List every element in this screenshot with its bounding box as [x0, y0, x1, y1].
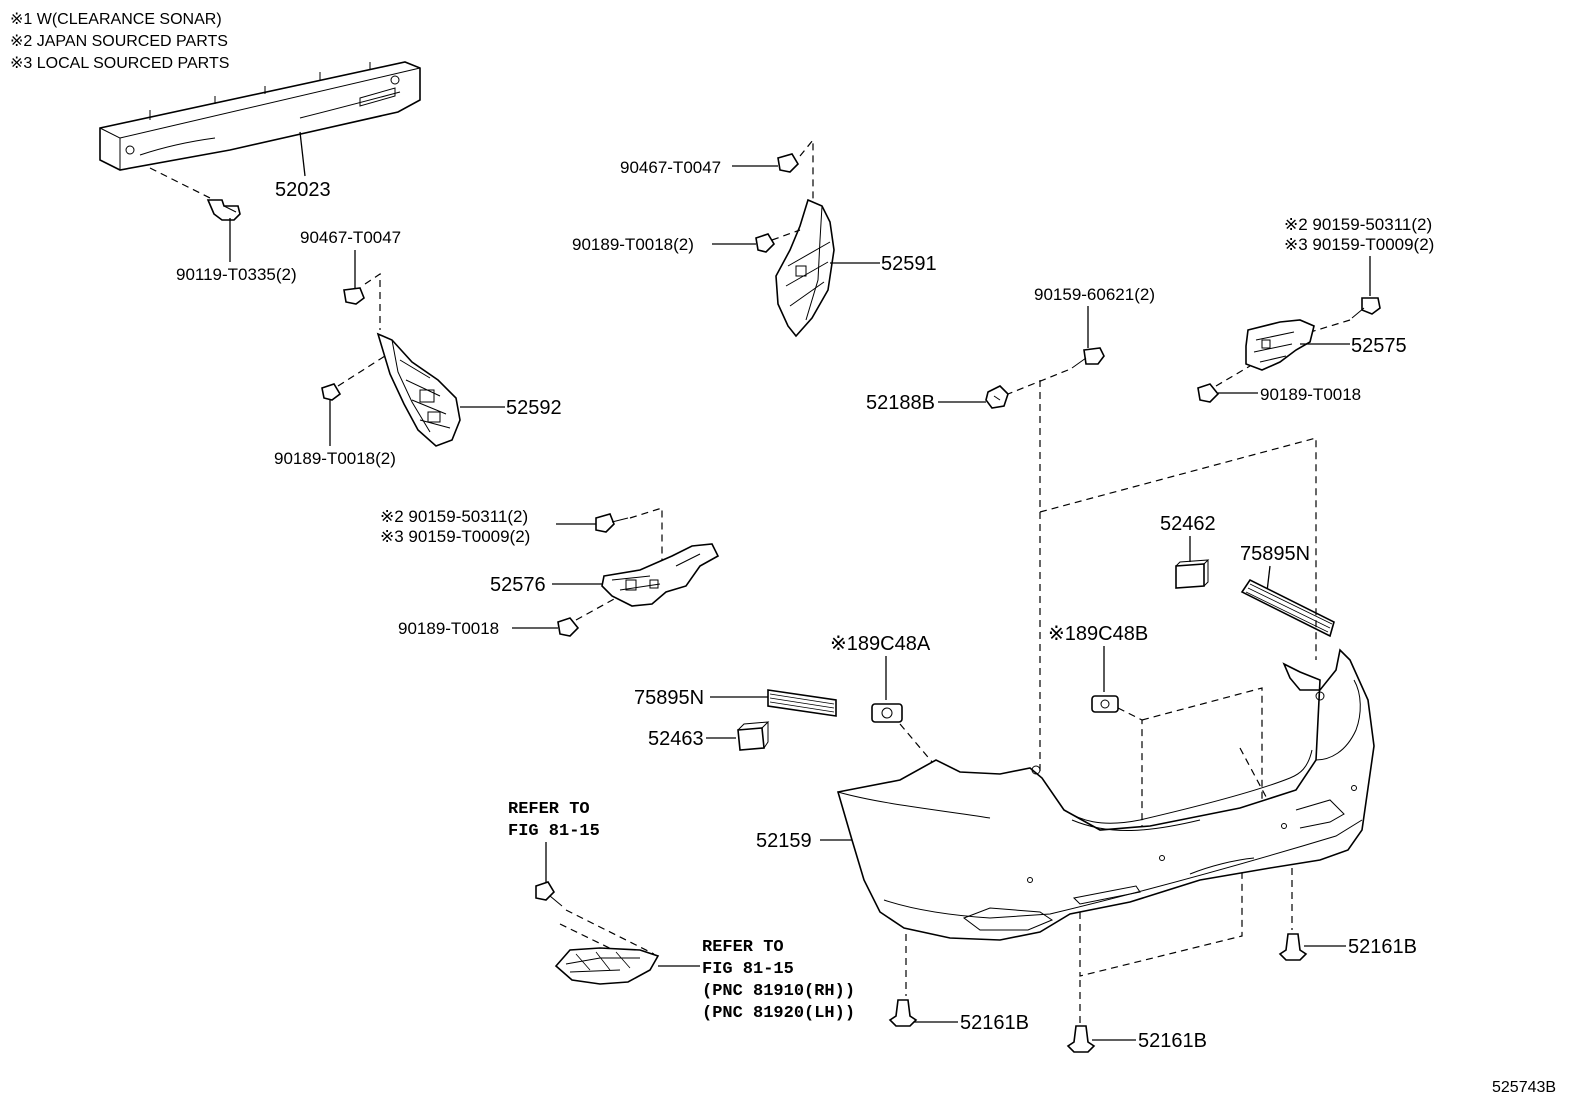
- label-52188B[interactable]: 52188B: [866, 392, 935, 414]
- dash-90189-52575: [1215, 365, 1251, 387]
- label-90467-right[interactable]: 90467-T0047: [620, 158, 721, 177]
- clip-90189-52576[interactable]: [557, 617, 580, 637]
- label-52462[interactable]: 52462: [1160, 513, 1216, 535]
- dash-52576-screw: [629, 507, 663, 560]
- bracket-52576[interactable]: [601, 543, 720, 607]
- label-52161B-mid[interactable]: 52161B: [1138, 1030, 1207, 1052]
- label-90119-T0335[interactable]: 90119-T0335(2): [176, 265, 297, 284]
- pad-52462[interactable]: [1175, 559, 1210, 589]
- label-90189-T0018-52576[interactable]: 90189-T0018: [398, 619, 499, 638]
- strip-75895N-right[interactable]: [1240, 578, 1335, 638]
- label-refer-top-2[interactable]: FIG 81-15: [508, 822, 600, 841]
- screw-52576[interactable]: [595, 513, 629, 533]
- sensor-89C48A[interactable]: [871, 703, 903, 723]
- bracket-52575[interactable]: [1245, 319, 1315, 371]
- label-52023[interactable]: 52023: [275, 179, 331, 201]
- dash-90189-right: [771, 229, 801, 241]
- clip-52161B-left[interactable]: [888, 999, 918, 1027]
- label-52576-japan[interactable]: ※2 90159-50311(2): [380, 507, 528, 526]
- note-japan-sourced: ※2 JAPAN SOURCED PARTS: [10, 33, 228, 50]
- sensor-89C48B[interactable]: [1091, 695, 1119, 713]
- label-52161B-left[interactable]: 52161B: [960, 1012, 1029, 1034]
- label-refer-bot-2[interactable]: FIG 81-15: [702, 960, 794, 979]
- label-52575-japan[interactable]: ※2 90159-50311(2): [1284, 215, 1432, 234]
- dash-90189-left: [337, 355, 386, 387]
- label-52592[interactable]: 52592: [506, 397, 562, 419]
- clip-90467-right[interactable]: [777, 153, 800, 173]
- dash-guide-bottom: [1079, 868, 1243, 977]
- bumper-cover-52159[interactable]: [836, 648, 1375, 941]
- label-90189-T0018-left[interactable]: 90189-T0018(2): [274, 449, 396, 468]
- clip-90189-52575[interactable]: [1197, 383, 1220, 403]
- dash-bolt-90119: [149, 167, 219, 203]
- bolt-90119-T0335[interactable]: [206, 199, 241, 221]
- label-75895N-left[interactable]: 75895N: [634, 687, 704, 709]
- label-refer-bot-1[interactable]: REFER TO: [702, 938, 784, 957]
- label-52159[interactable]: 52159: [756, 830, 812, 852]
- bracket-52591[interactable]: [775, 198, 835, 338]
- notes-block: ※1 W(CLEARANCE SONAR) ※2 JAPAN SOURCED P…: [10, 11, 229, 72]
- label-refer-top-1[interactable]: REFER TO: [508, 800, 590, 819]
- screw-90159-60621[interactable]: [1071, 347, 1105, 369]
- label-52463[interactable]: 52463: [648, 728, 704, 750]
- label-52576[interactable]: 52576: [490, 574, 546, 596]
- label-90467-left[interactable]: 90467-T0047: [300, 228, 401, 247]
- label-52575-local[interactable]: ※3 90159-T0009(2): [1284, 235, 1434, 254]
- clip-90467-left[interactable]: [343, 287, 365, 305]
- label-52575[interactable]: 52575: [1351, 335, 1407, 357]
- leader-52023: [299, 131, 306, 177]
- label-52591[interactable]: 52591: [881, 253, 937, 275]
- clip-52161B-right[interactable]: [1278, 933, 1308, 961]
- reinforcement-52023[interactable]: [99, 61, 421, 171]
- screw-52575[interactable]: [1351, 297, 1381, 319]
- note-clearance-sonar: ※1 W(CLEARANCE SONAR): [10, 11, 222, 28]
- clip-90189-left[interactable]: [321, 383, 342, 401]
- figure-id: 525743B: [1492, 1079, 1556, 1096]
- dash-screw-52188b: [1007, 369, 1069, 395]
- dash-90467-left: [364, 272, 381, 330]
- grommet-52188B[interactable]: [985, 385, 1009, 409]
- label-52161B-right[interactable]: 52161B: [1348, 936, 1417, 958]
- dash-90189-52576: [575, 597, 617, 621]
- label-90159-60621[interactable]: 90159-60621(2): [1034, 285, 1155, 304]
- dash-guide-top: [1039, 437, 1317, 660]
- strip-75895N-left[interactable]: [767, 689, 837, 717]
- bracket-52592[interactable]: [376, 332, 461, 447]
- reflector-lamp[interactable]: [554, 947, 660, 985]
- label-52576-local[interactable]: ※3 90159-T0009(2): [380, 527, 530, 546]
- dash-90467-right: [799, 138, 814, 200]
- label-refer-bot-4[interactable]: (PNC 81920(LH)): [702, 1004, 855, 1023]
- label-refer-bot-3[interactable]: (PNC 81910(RH)): [702, 982, 855, 1001]
- label-90189-T0018-right[interactable]: 90189-T0018(2): [572, 235, 694, 254]
- label-89C48A[interactable]: ※189C48A: [830, 633, 931, 655]
- screw-reflector[interactable]: [535, 881, 563, 907]
- label-89C48B[interactable]: ※189C48B: [1048, 623, 1148, 645]
- label-75895N-right[interactable]: 75895N: [1240, 543, 1310, 565]
- clip-90189-right[interactable]: [755, 233, 776, 253]
- clip-52161B-mid[interactable]: [1066, 1025, 1096, 1053]
- pad-52463[interactable]: [737, 721, 770, 751]
- note-local-sourced: ※3 LOCAL SOURCED PARTS: [10, 55, 229, 72]
- label-90189-T0018-52575[interactable]: 90189-T0018: [1260, 385, 1361, 404]
